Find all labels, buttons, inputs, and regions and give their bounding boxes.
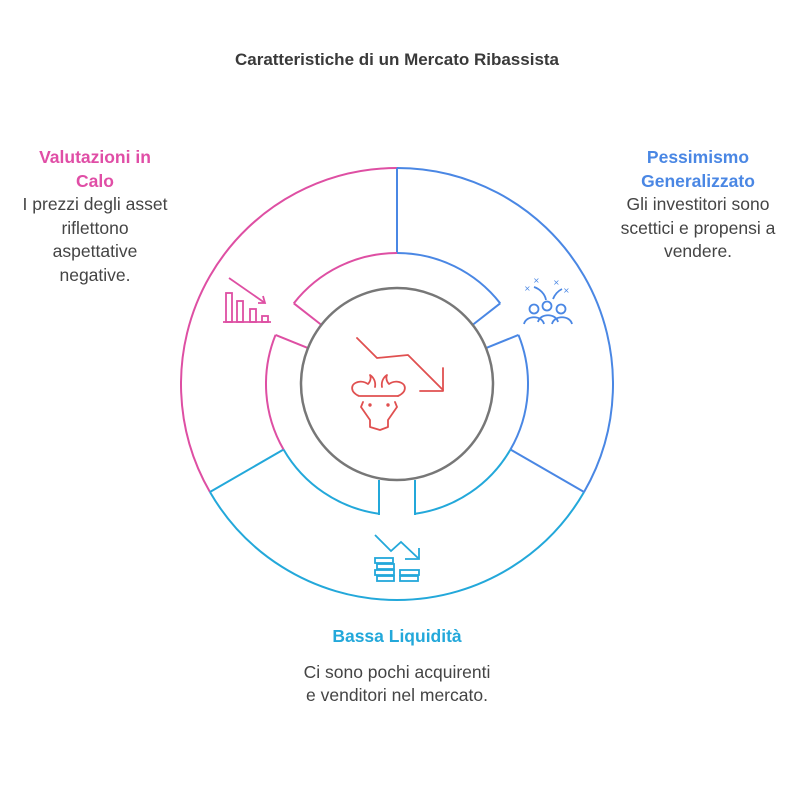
outer-segment-valutazioni	[180, 167, 398, 493]
inner-arc-bottom-right	[415, 448, 512, 515]
coins-down-icon	[374, 534, 420, 582]
worried-crowd-icon: × × × ×	[523, 276, 573, 325]
svg-text:×: ×	[553, 278, 560, 287]
outer-segment-liquidita	[209, 491, 585, 601]
divider-lower-left	[209, 448, 285, 493]
inner-arc-top-left	[292, 252, 398, 304]
section-body: Ci sono pochi acquirenti e venditori nel…	[303, 661, 491, 706]
divider-lower-right	[509, 448, 585, 493]
center-circle	[299, 286, 495, 482]
section-valutazioni-in-calo: Valutazioni in Calo I prezzi degli asset…	[20, 146, 170, 287]
outer-segment-pessimismo	[396, 167, 614, 493]
section-heading: Valutazioni in Calo	[39, 147, 151, 191]
section-bassa-liquidita: Bassa Liquidità Ci sono pochi acquirenti…	[297, 625, 497, 708]
declining-bar-chart-icon	[223, 277, 271, 323]
svg-text:×: ×	[563, 286, 570, 295]
band-end	[472, 302, 501, 326]
inner-arc-top-right	[396, 252, 502, 304]
svg-text:×: ×	[533, 276, 540, 285]
inner-arc-right	[509, 334, 529, 450]
svg-text:×: ×	[524, 284, 531, 293]
section-body: I prezzi degli asset riflettono aspettat…	[22, 194, 168, 285]
band-end	[485, 333, 519, 349]
section-heading: Pessimismo Generalizzato	[641, 147, 755, 191]
inner-arc-bottom-left	[282, 448, 379, 515]
bear-market-bull-icon	[351, 337, 444, 431]
diagram-title: Caratteristiche di un Mercato Ribassista	[234, 50, 560, 69]
band-end	[275, 333, 309, 349]
band-end	[293, 302, 322, 326]
section-pessimismo-generalizzato: Pessimismo Generalizzato Gli investitori…	[612, 146, 784, 264]
inner-arc-left	[265, 334, 285, 450]
section-body: Gli investitori sono scettici e propensi…	[620, 194, 776, 261]
section-heading: Bassa Liquidità	[332, 626, 462, 646]
